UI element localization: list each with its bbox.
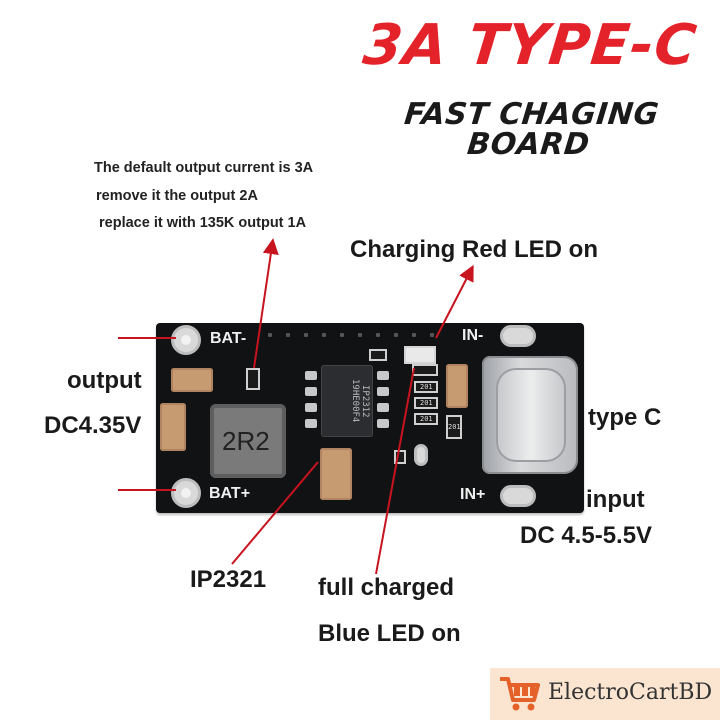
input-voltage-label: DC 4.5-5.5V bbox=[520, 522, 653, 549]
input-capacitor bbox=[446, 364, 468, 408]
full-charged-label: full charged bbox=[318, 574, 455, 601]
logo-banner bbox=[490, 668, 720, 720]
chip-marking: IP2312 19HE00F4 bbox=[350, 379, 370, 423]
usb-c-port-icon bbox=[496, 368, 566, 462]
input-label: input bbox=[586, 486, 645, 513]
blue-led-label: Blue LED on bbox=[318, 620, 461, 647]
note-arrow bbox=[253, 238, 279, 369]
bulk-capacitor bbox=[320, 448, 352, 500]
in-plus-silk: IN+ bbox=[460, 486, 486, 503]
charging-led-label: Charging Red LED on bbox=[350, 236, 598, 263]
resistor-4: 201 bbox=[446, 415, 462, 439]
output-label: output bbox=[67, 367, 142, 394]
bat-plus-silk: BAT+ bbox=[209, 485, 251, 502]
note-line-2: remove it the output 2A bbox=[96, 188, 258, 204]
in-plus-pad bbox=[500, 485, 536, 507]
type-c-label: type C bbox=[588, 404, 662, 431]
chip-label: IP2321 bbox=[190, 566, 267, 593]
resistor-3: 201 bbox=[414, 413, 438, 425]
inductor-marking: 2R2 bbox=[222, 426, 270, 456]
blue-led-pointer bbox=[375, 367, 415, 575]
logo-text: ElectroCartBD bbox=[548, 680, 713, 705]
output-voltage-label: DC4.35V bbox=[44, 412, 142, 439]
current-set-resistor bbox=[246, 368, 260, 390]
output-capacitor-side bbox=[160, 403, 186, 451]
via-pad bbox=[414, 444, 428, 466]
bat-minus-pad bbox=[171, 325, 201, 355]
output-capacitor-top bbox=[171, 368, 213, 392]
charging-led-arrow bbox=[435, 264, 474, 339]
resistor-2: 201 bbox=[414, 397, 438, 409]
note-line-3: replace it with 135K output 1A bbox=[99, 215, 307, 231]
note-line-1: The default output current is 3A bbox=[94, 160, 314, 176]
resistor-1: 201 bbox=[414, 381, 438, 393]
in-minus-silk: IN- bbox=[462, 327, 484, 344]
red-led bbox=[404, 346, 436, 364]
chip-pointer bbox=[231, 461, 319, 565]
ip2321-chip bbox=[321, 365, 373, 437]
inductor bbox=[210, 404, 286, 478]
bat-plus-pad bbox=[171, 478, 201, 508]
shopping-cart-icon bbox=[500, 677, 540, 711]
bat-minus-silk: BAT- bbox=[210, 330, 247, 347]
in-minus-pad bbox=[500, 325, 536, 347]
small-resistor-top bbox=[369, 349, 387, 361]
